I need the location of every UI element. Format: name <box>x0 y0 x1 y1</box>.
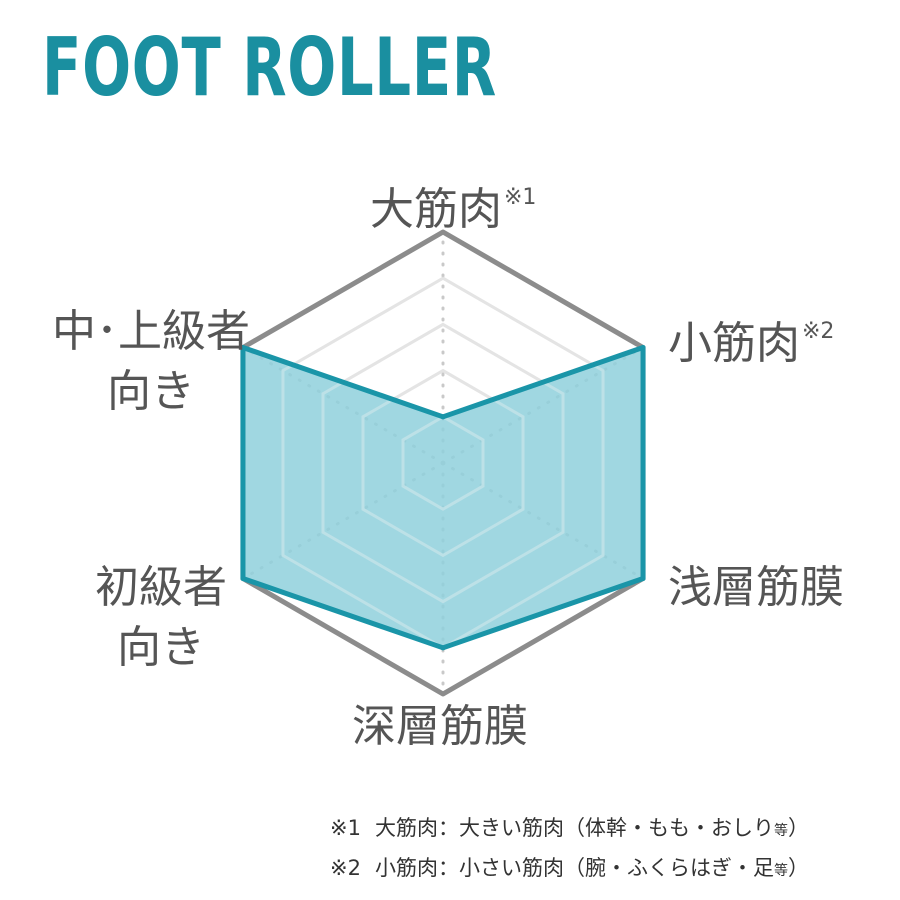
grid-ring-overlay-1 <box>401 415 485 511</box>
radar-series <box>242 276 644 650</box>
series-point-4 <box>440 645 446 651</box>
series-point-3 <box>640 576 646 581</box>
page-title: FOOT ROLLER <box>42 21 497 114</box>
series-point-1 <box>440 414 446 420</box>
series-point-5 <box>240 576 246 581</box>
series-point-2 <box>640 345 646 350</box>
series-point-6 <box>240 345 246 350</box>
footnote-mark-2: ※2 <box>802 319 835 344</box>
footnote-mark-1: ※1 <box>504 185 537 210</box>
axis-label-deep-fascia: 深層筋膜 <box>352 701 528 752</box>
grid-ring-overlay-3 <box>321 322 565 604</box>
axis-label-small-muscle: 小筋肉※2 <box>668 318 835 369</box>
axis-label-large-muscle: 大筋肉※1 <box>370 184 537 235</box>
axis-label-superficial-fascia: 浅層筋膜 <box>668 562 844 613</box>
axis-label-beginner: 初級者向き <box>95 562 227 673</box>
series-area <box>242 347 644 648</box>
grid-ring-overlay-2 <box>361 368 525 558</box>
radar-outline <box>240 229 646 697</box>
axis-label-intermediate-advanced: 中･上級者向き <box>52 306 250 417</box>
